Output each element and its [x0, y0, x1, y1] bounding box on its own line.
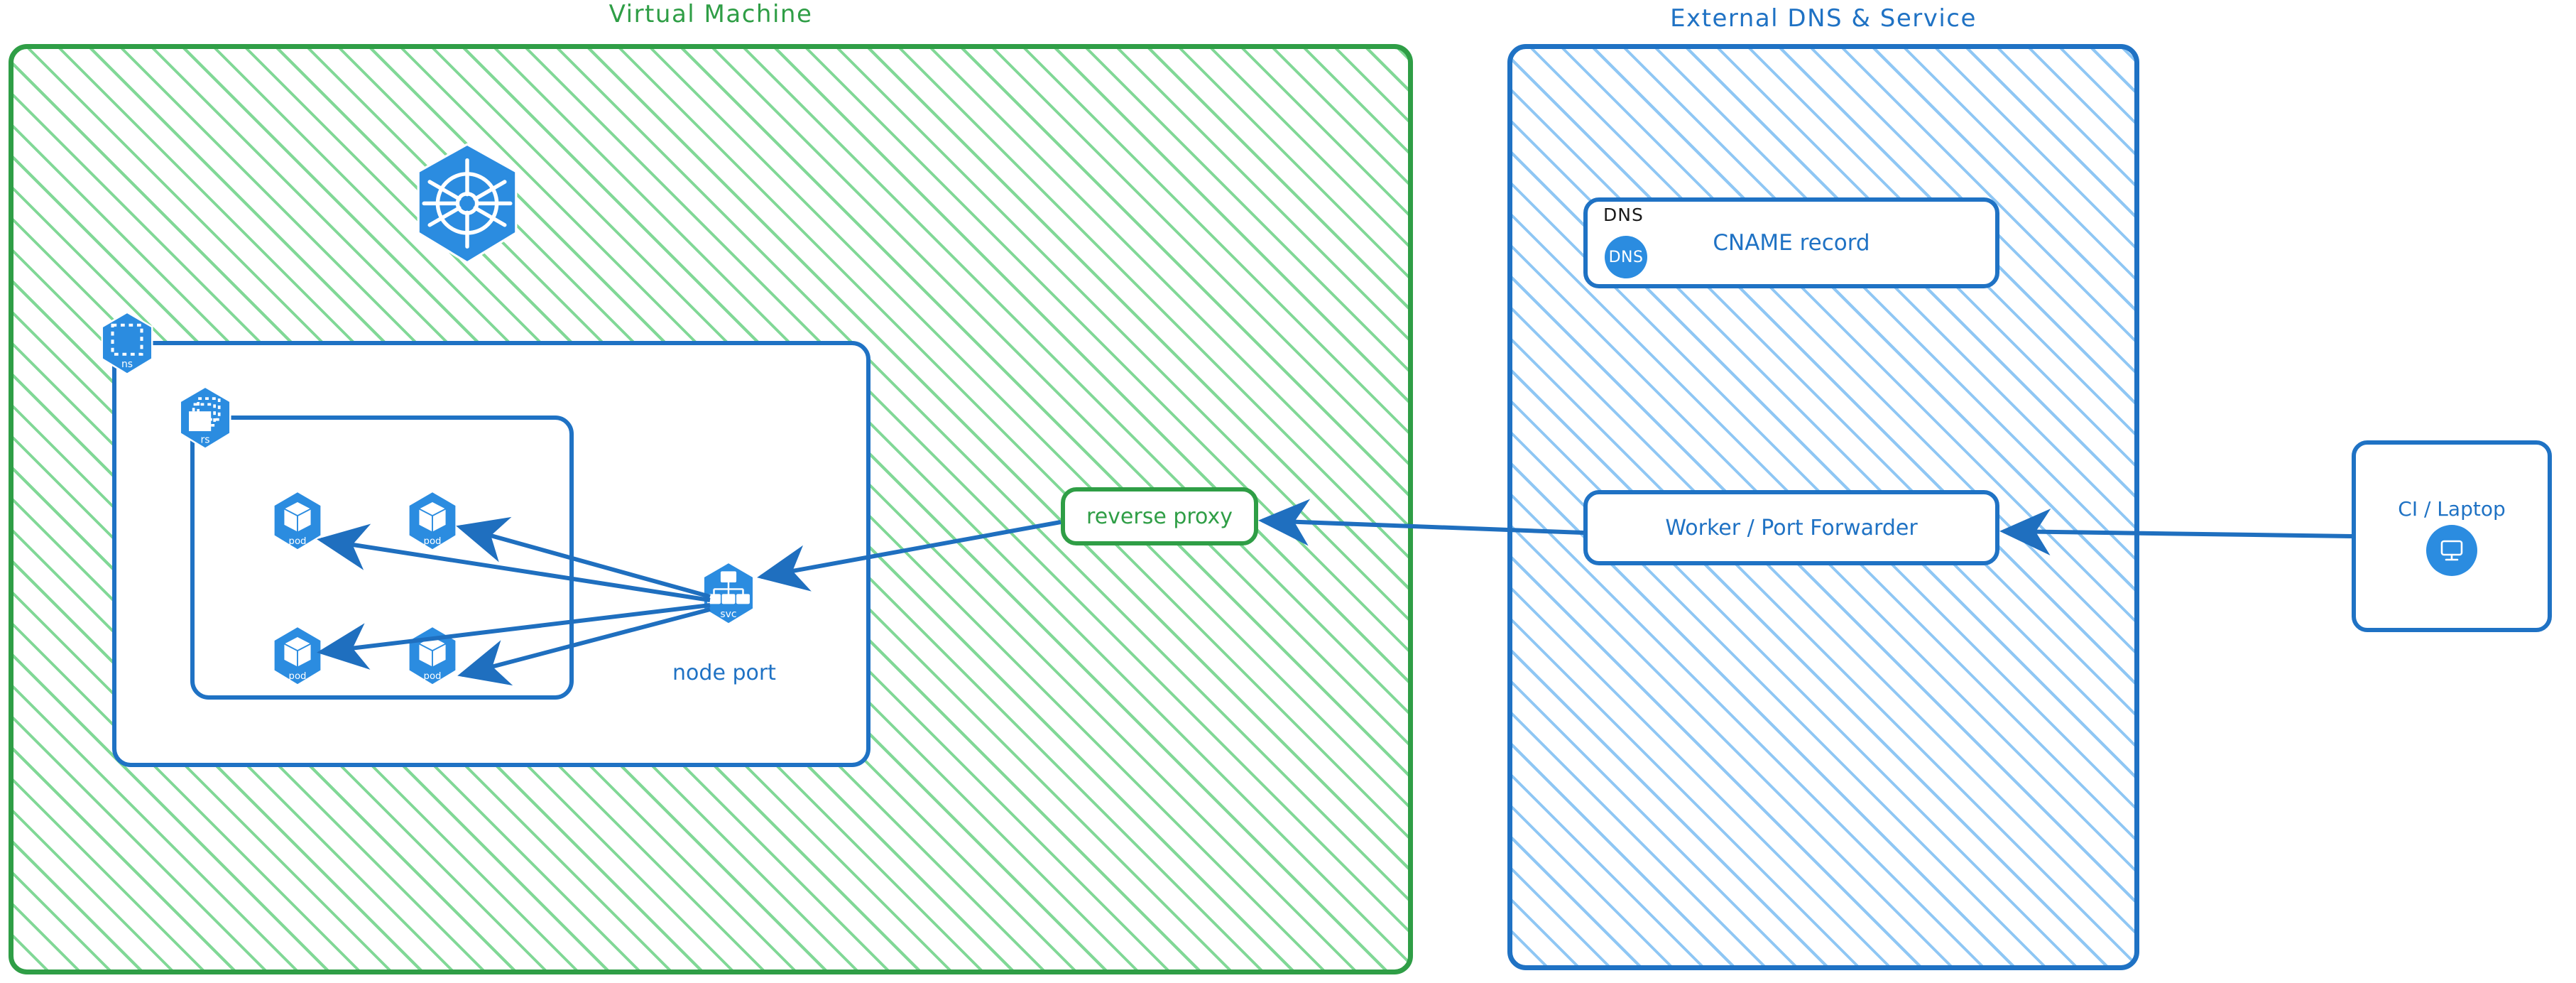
dns-badge-icon: DNS: [1605, 236, 1647, 278]
cname-record-label: CNAME record: [1713, 230, 1870, 256]
reverse-proxy-label: reverse proxy: [1086, 504, 1233, 529]
namespace-icon-label: ns: [121, 359, 133, 370]
pod-icon-label-2: pod: [424, 536, 442, 547]
namespace-icon[interactable]: ns: [98, 311, 156, 376]
dns-card-title: DNS: [1603, 205, 1644, 225]
reverse-proxy-box[interactable]: reverse proxy: [1061, 487, 1258, 545]
group-title-virtual-machine: Virtual Machine: [608, 0, 813, 28]
replicaset-icon-label: rs: [201, 434, 210, 445]
group-title-external-dns-service: External DNS & Service: [1670, 4, 1977, 33]
pod-icon-label-4: pod: [424, 671, 442, 682]
replicaset-icon[interactable]: rs: [176, 386, 234, 451]
worker-port-forwarder-box[interactable]: Worker / Port Forwarder: [1583, 490, 1999, 565]
pod-icon-1[interactable]: pod: [270, 490, 325, 553]
service-icon[interactable]: svc: [699, 561, 758, 626]
node-port-label: node port: [672, 661, 776, 685]
dns-card[interactable]: DNS DNS CNAME record: [1583, 197, 1999, 288]
pod-icon-label-1: pod: [289, 536, 307, 547]
pod-icon-2[interactable]: pod: [405, 490, 460, 553]
ci-laptop-box[interactable]: CI / Laptop: [2352, 440, 2552, 632]
service-icon-label: svc: [720, 609, 736, 620]
replicaset-container[interactable]: [190, 416, 574, 700]
worker-port-forwarder-label: Worker / Port Forwarder: [1665, 515, 1918, 541]
ci-laptop-label: CI / Laptop: [2398, 496, 2506, 521]
kubernetes-logo: [410, 142, 524, 267]
pod-icon-label-3: pod: [289, 671, 307, 682]
pod-icon-3[interactable]: pod: [270, 625, 325, 688]
desktop-monitor-icon: [2426, 524, 2477, 576]
pod-icon-4[interactable]: pod: [405, 625, 460, 688]
